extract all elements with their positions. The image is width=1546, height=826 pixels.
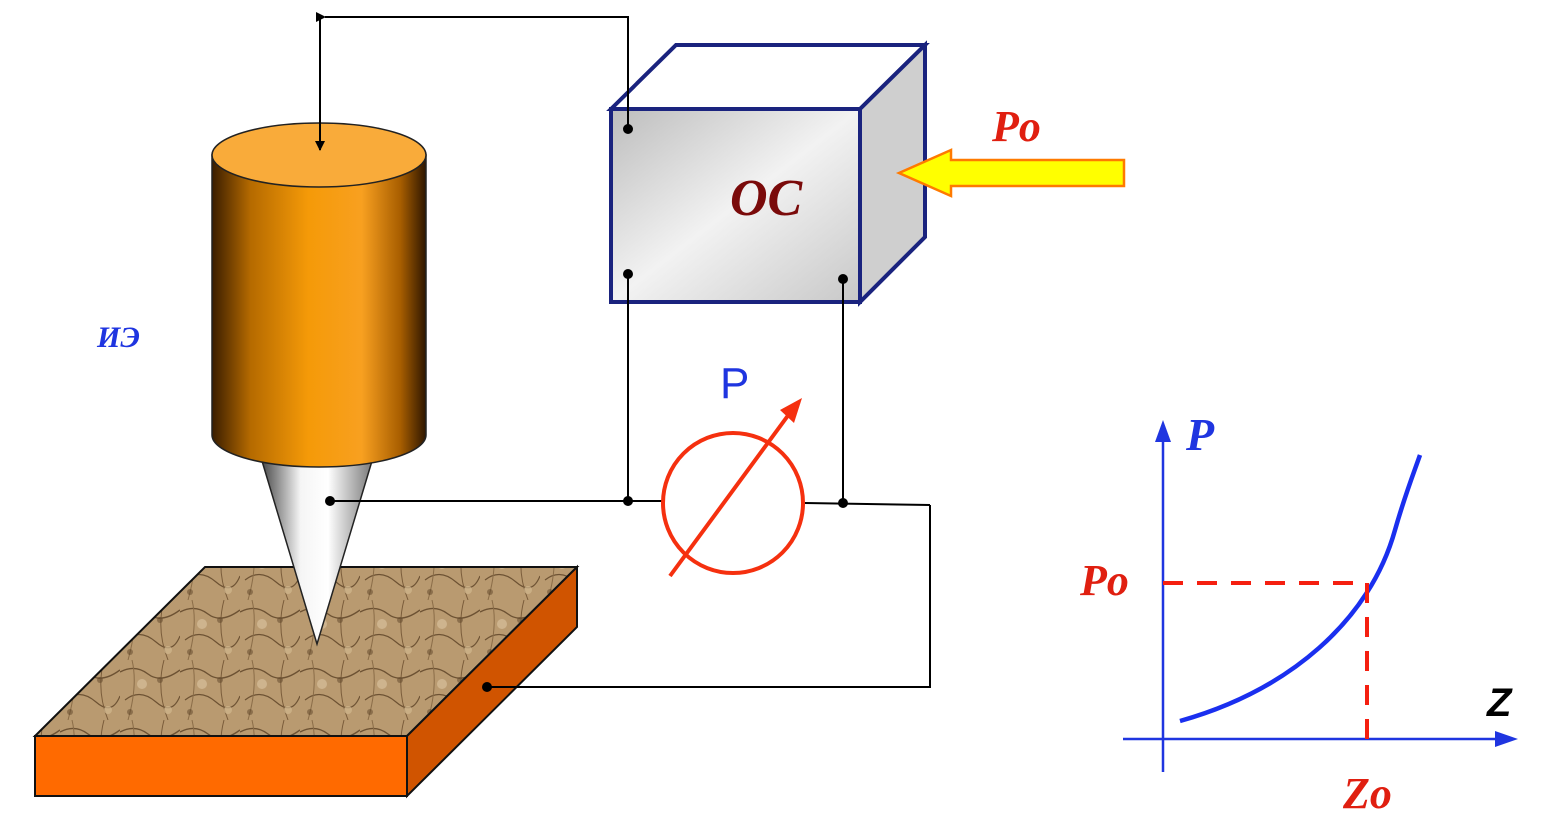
graph-curve xyxy=(1179,454,1423,724)
graph-p0-label: Po xyxy=(1079,556,1129,605)
graph-y-arrowhead xyxy=(1155,420,1171,442)
plate-return-wire xyxy=(487,505,931,688)
sample-plate xyxy=(32,564,580,799)
graph: P Z Po Zo xyxy=(1079,409,1518,818)
meter-label: P xyxy=(720,359,749,408)
wiring xyxy=(315,12,931,688)
graph-x-label: Z xyxy=(1486,681,1513,725)
plate-right-side xyxy=(406,564,578,799)
graph-dashed-lines xyxy=(1163,581,1369,739)
cylinder-element xyxy=(211,122,427,468)
meter-arrow xyxy=(668,404,797,578)
p0-input-label: Po xyxy=(991,102,1041,151)
meter-circle xyxy=(661,431,805,575)
input-arrow xyxy=(895,148,1126,198)
meter-right-wire xyxy=(804,502,931,506)
graph-z0-label: Zo xyxy=(1342,769,1392,818)
meter-symbol xyxy=(661,398,805,578)
os-label: ОС xyxy=(730,170,804,227)
plate-front-side xyxy=(34,735,408,797)
graph-x-arrowhead xyxy=(1495,731,1518,747)
ie-label: ИЭ xyxy=(96,321,140,354)
feedback-wire xyxy=(325,16,629,129)
junction-dots xyxy=(325,124,848,692)
os-block-front xyxy=(609,107,862,304)
graph-y-label: P xyxy=(1185,409,1215,460)
os-block xyxy=(606,40,930,307)
